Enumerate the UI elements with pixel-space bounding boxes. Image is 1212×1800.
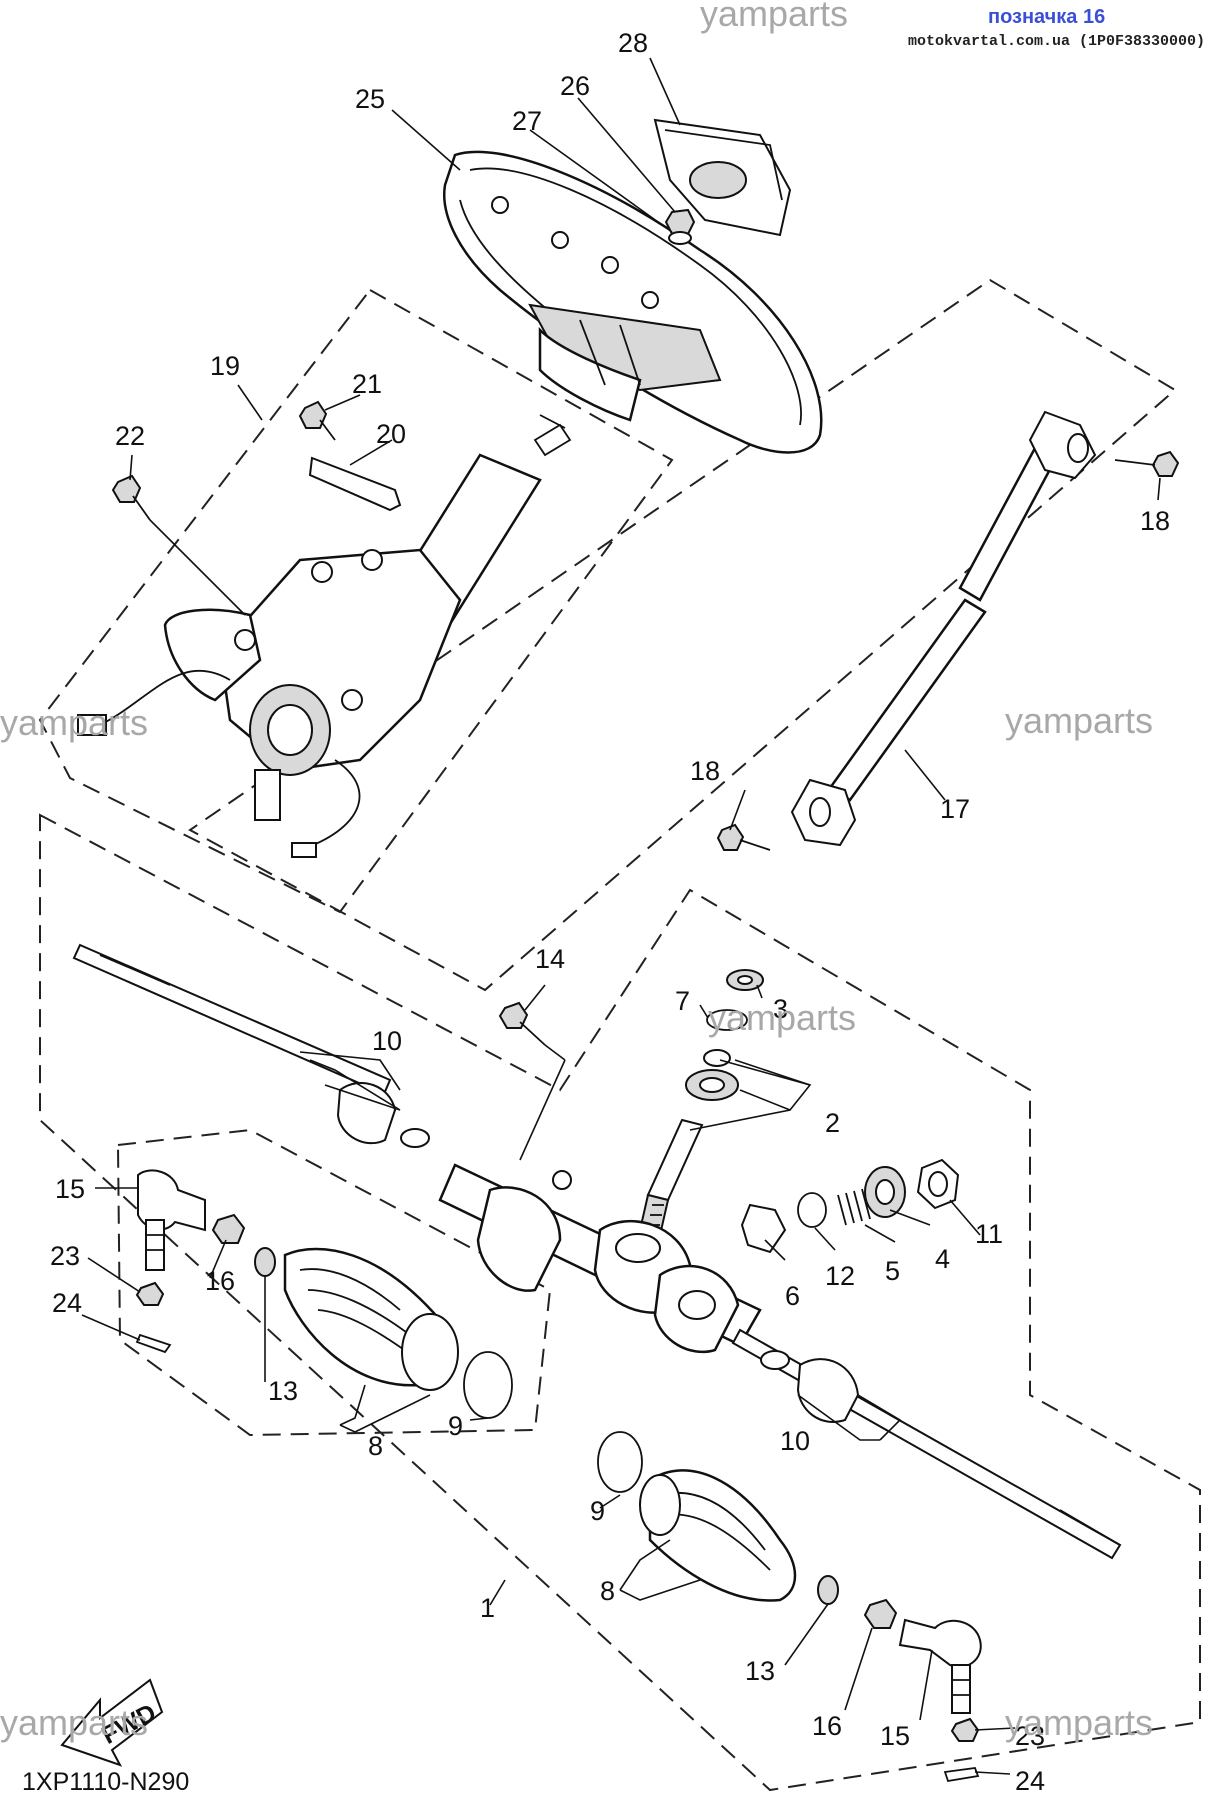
- locknut-11: [916, 1158, 960, 1210]
- nut-23-right: [950, 1717, 980, 1742]
- callout-22: 22: [115, 421, 145, 451]
- bracket-20: [308, 456, 402, 512]
- callout-1: 1: [480, 1593, 495, 1623]
- callout-23-left: 23: [50, 1241, 80, 1271]
- callout-24-left: 24: [52, 1288, 82, 1318]
- steering-column-group-outline: [38, 288, 674, 914]
- callout-19: 19: [210, 351, 240, 381]
- cotter-pin-24-right: [943, 1767, 980, 1783]
- clamp-9-left: [463, 1351, 513, 1419]
- cotter-pin-24-left: [135, 1333, 172, 1354]
- watermark-center: yamparts: [708, 997, 856, 1038]
- callout-5: 5: [885, 1256, 900, 1286]
- clamp-13-right: [817, 1575, 839, 1605]
- callout-20: 20: [376, 419, 406, 449]
- callout-14: 14: [535, 944, 565, 974]
- callout-24-right: 24: [1015, 1766, 1045, 1796]
- bolt-18-upper: [1114, 450, 1180, 477]
- watermark-bottom-right: yamparts: [1005, 1702, 1153, 1743]
- callout-13-right: 13: [745, 1656, 775, 1686]
- callout-10-upper: 10: [372, 1026, 402, 1056]
- rack-guide-6: [740, 1203, 787, 1254]
- washer-27: [668, 231, 692, 245]
- inner-joint-10-left: [336, 1081, 430, 1148]
- adjusting-bolt-4: [864, 1166, 906, 1218]
- callout-labels: 1 2 3 4 5 6 7 8 8 9 9 10 10 11 12 13 13 …: [50, 28, 1170, 1796]
- nut-23-left: [135, 1281, 165, 1306]
- bolt-22: [111, 474, 246, 616]
- nut-16-left: [211, 1213, 246, 1244]
- callout-11: 11: [975, 1219, 1003, 1249]
- oil-seal-3: [726, 969, 764, 991]
- inner-joint-10-right: [760, 1350, 860, 1423]
- circlip-7: [706, 1009, 748, 1031]
- callout-9-right: 9: [590, 1496, 605, 1526]
- callout-25: 25: [355, 84, 385, 114]
- watermark-bottom-left: yamparts: [0, 1702, 148, 1743]
- callout-6: 6: [785, 1281, 800, 1311]
- nut-16-right: [863, 1598, 898, 1629]
- horn-cover: [653, 118, 792, 237]
- callout-16-left: 16: [205, 1266, 235, 1296]
- callout-12: 12: [825, 1261, 855, 1291]
- callout-13-left: 13: [268, 1376, 298, 1406]
- callout-18-upper: 18: [1140, 506, 1170, 536]
- steering-gear-housing: [438, 1163, 762, 1354]
- badge-label: позначка 16: [988, 6, 1105, 28]
- watermark-right-middle: yamparts: [1005, 700, 1153, 741]
- pinion-shaft: [638, 1118, 704, 1237]
- callout-18-lower: 18: [690, 756, 720, 786]
- callout-7: 7: [675, 986, 690, 1016]
- clamp-9-right: [597, 1431, 643, 1493]
- intermediate-shaft: [790, 410, 1097, 847]
- callout-8-right: 8: [600, 1576, 615, 1606]
- source-label: motokvartal.com.ua (1P0F38330000): [908, 33, 1205, 50]
- callout-28: 28: [618, 28, 648, 58]
- bolt-21: [298, 400, 336, 441]
- boot-8-right: [639, 1469, 797, 1602]
- callout-17: 17: [940, 794, 970, 824]
- callout-10-lower: 10: [780, 1426, 810, 1456]
- bearing-2: [685, 1049, 739, 1101]
- watermark-top: yamparts: [700, 0, 848, 34]
- boot-8-left: [283, 1247, 459, 1391]
- tie-rod-end-15-left: [137, 1169, 206, 1271]
- callout-15-left: 15: [55, 1174, 85, 1204]
- callout-3: 3: [773, 994, 788, 1024]
- clamp-13-left: [254, 1247, 276, 1277]
- steering-column-assembly: [77, 414, 572, 858]
- callout-26: 26: [560, 71, 590, 101]
- watermark-left-middle: yamparts: [0, 702, 148, 743]
- callout-4: 4: [935, 1244, 950, 1274]
- callout-8-left: 8: [368, 1431, 383, 1461]
- bolt-14: [498, 1001, 566, 1161]
- spring-5: [837, 1188, 871, 1226]
- intermediate-shaft-group-outline: [188, 278, 1177, 992]
- watermarks: yamparts yamparts yamparts yamparts yamp…: [0, 700, 1153, 1743]
- callout-16-right: 16: [812, 1711, 842, 1741]
- callout-15-right: 15: [880, 1721, 910, 1751]
- callout-23-right: 23: [1015, 1721, 1045, 1751]
- callout-9-left: 9: [448, 1411, 463, 1441]
- steering-wheel: [443, 150, 823, 454]
- bolt-18-lower: [716, 823, 771, 851]
- tie-rod-end-15-right: [898, 1618, 982, 1714]
- callout-27: 27: [512, 106, 542, 136]
- leader-lines: [81, 57, 1161, 1775]
- rack-assembly-group-outline: [39, 813, 1201, 1792]
- diagram-code: 1XP1110-N290: [22, 1768, 189, 1796]
- callout-21: 21: [352, 369, 382, 399]
- o-ring-12: [797, 1192, 827, 1228]
- callout-2: 2: [825, 1108, 840, 1138]
